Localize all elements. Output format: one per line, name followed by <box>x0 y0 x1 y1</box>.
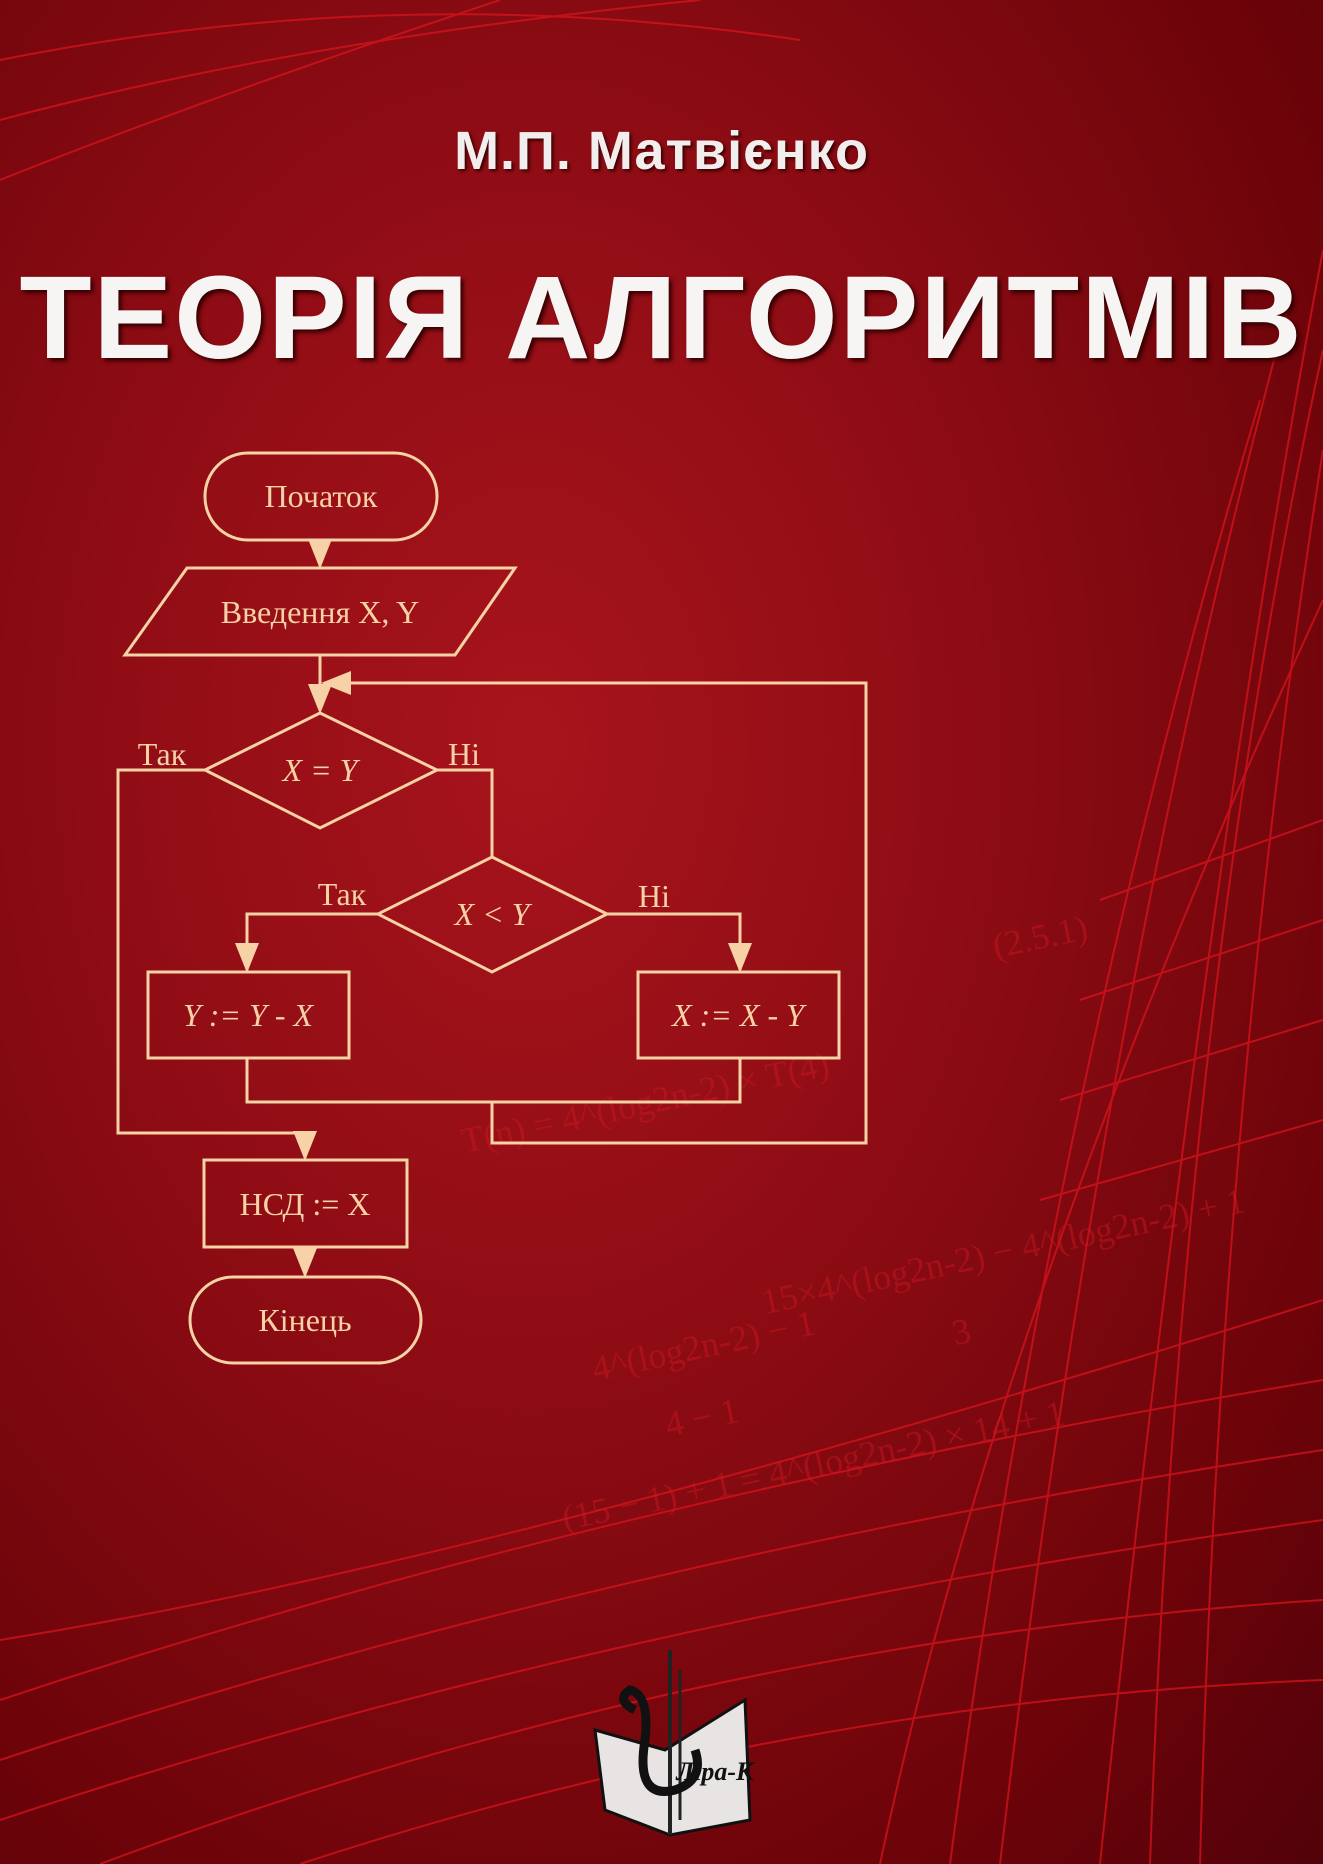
author-name: М.П. Матвієнко <box>454 121 869 181</box>
no-path <box>437 768 494 857</box>
merge-line <box>245 1058 742 1104</box>
input-parallelogram <box>122 566 518 657</box>
process-label: Y := Y - X <box>183 997 315 1033</box>
result-label: НСД := X <box>240 1186 371 1222</box>
yes-label: Так <box>138 736 187 772</box>
process-label: X := X - Y <box>670 997 807 1033</box>
condition-diamond-less <box>374 855 611 974</box>
start-label: Початок <box>265 478 378 514</box>
arrow <box>235 912 378 973</box>
yes-label: Так <box>318 876 367 912</box>
book-title: ТЕОРІЯ АЛГОРИТМІВ <box>19 252 1304 384</box>
publisher-logo: Ліра-К <box>593 1650 755 1837</box>
loop-back-line <box>321 671 868 1145</box>
condition-label: X = Y <box>281 752 361 788</box>
condition-diamond-equal <box>201 711 441 830</box>
no-label: Ні <box>448 736 480 772</box>
condition-label: X < Y <box>453 896 533 932</box>
end-terminator <box>188 1275 423 1365</box>
arrow <box>607 912 752 973</box>
publisher-name: Ліра-К <box>675 1757 755 1786</box>
yes-path <box>116 768 317 1161</box>
no-label: Ні <box>638 878 670 914</box>
end-label: Кінець <box>258 1302 351 1338</box>
input-label: Введення X, Y <box>221 594 420 630</box>
